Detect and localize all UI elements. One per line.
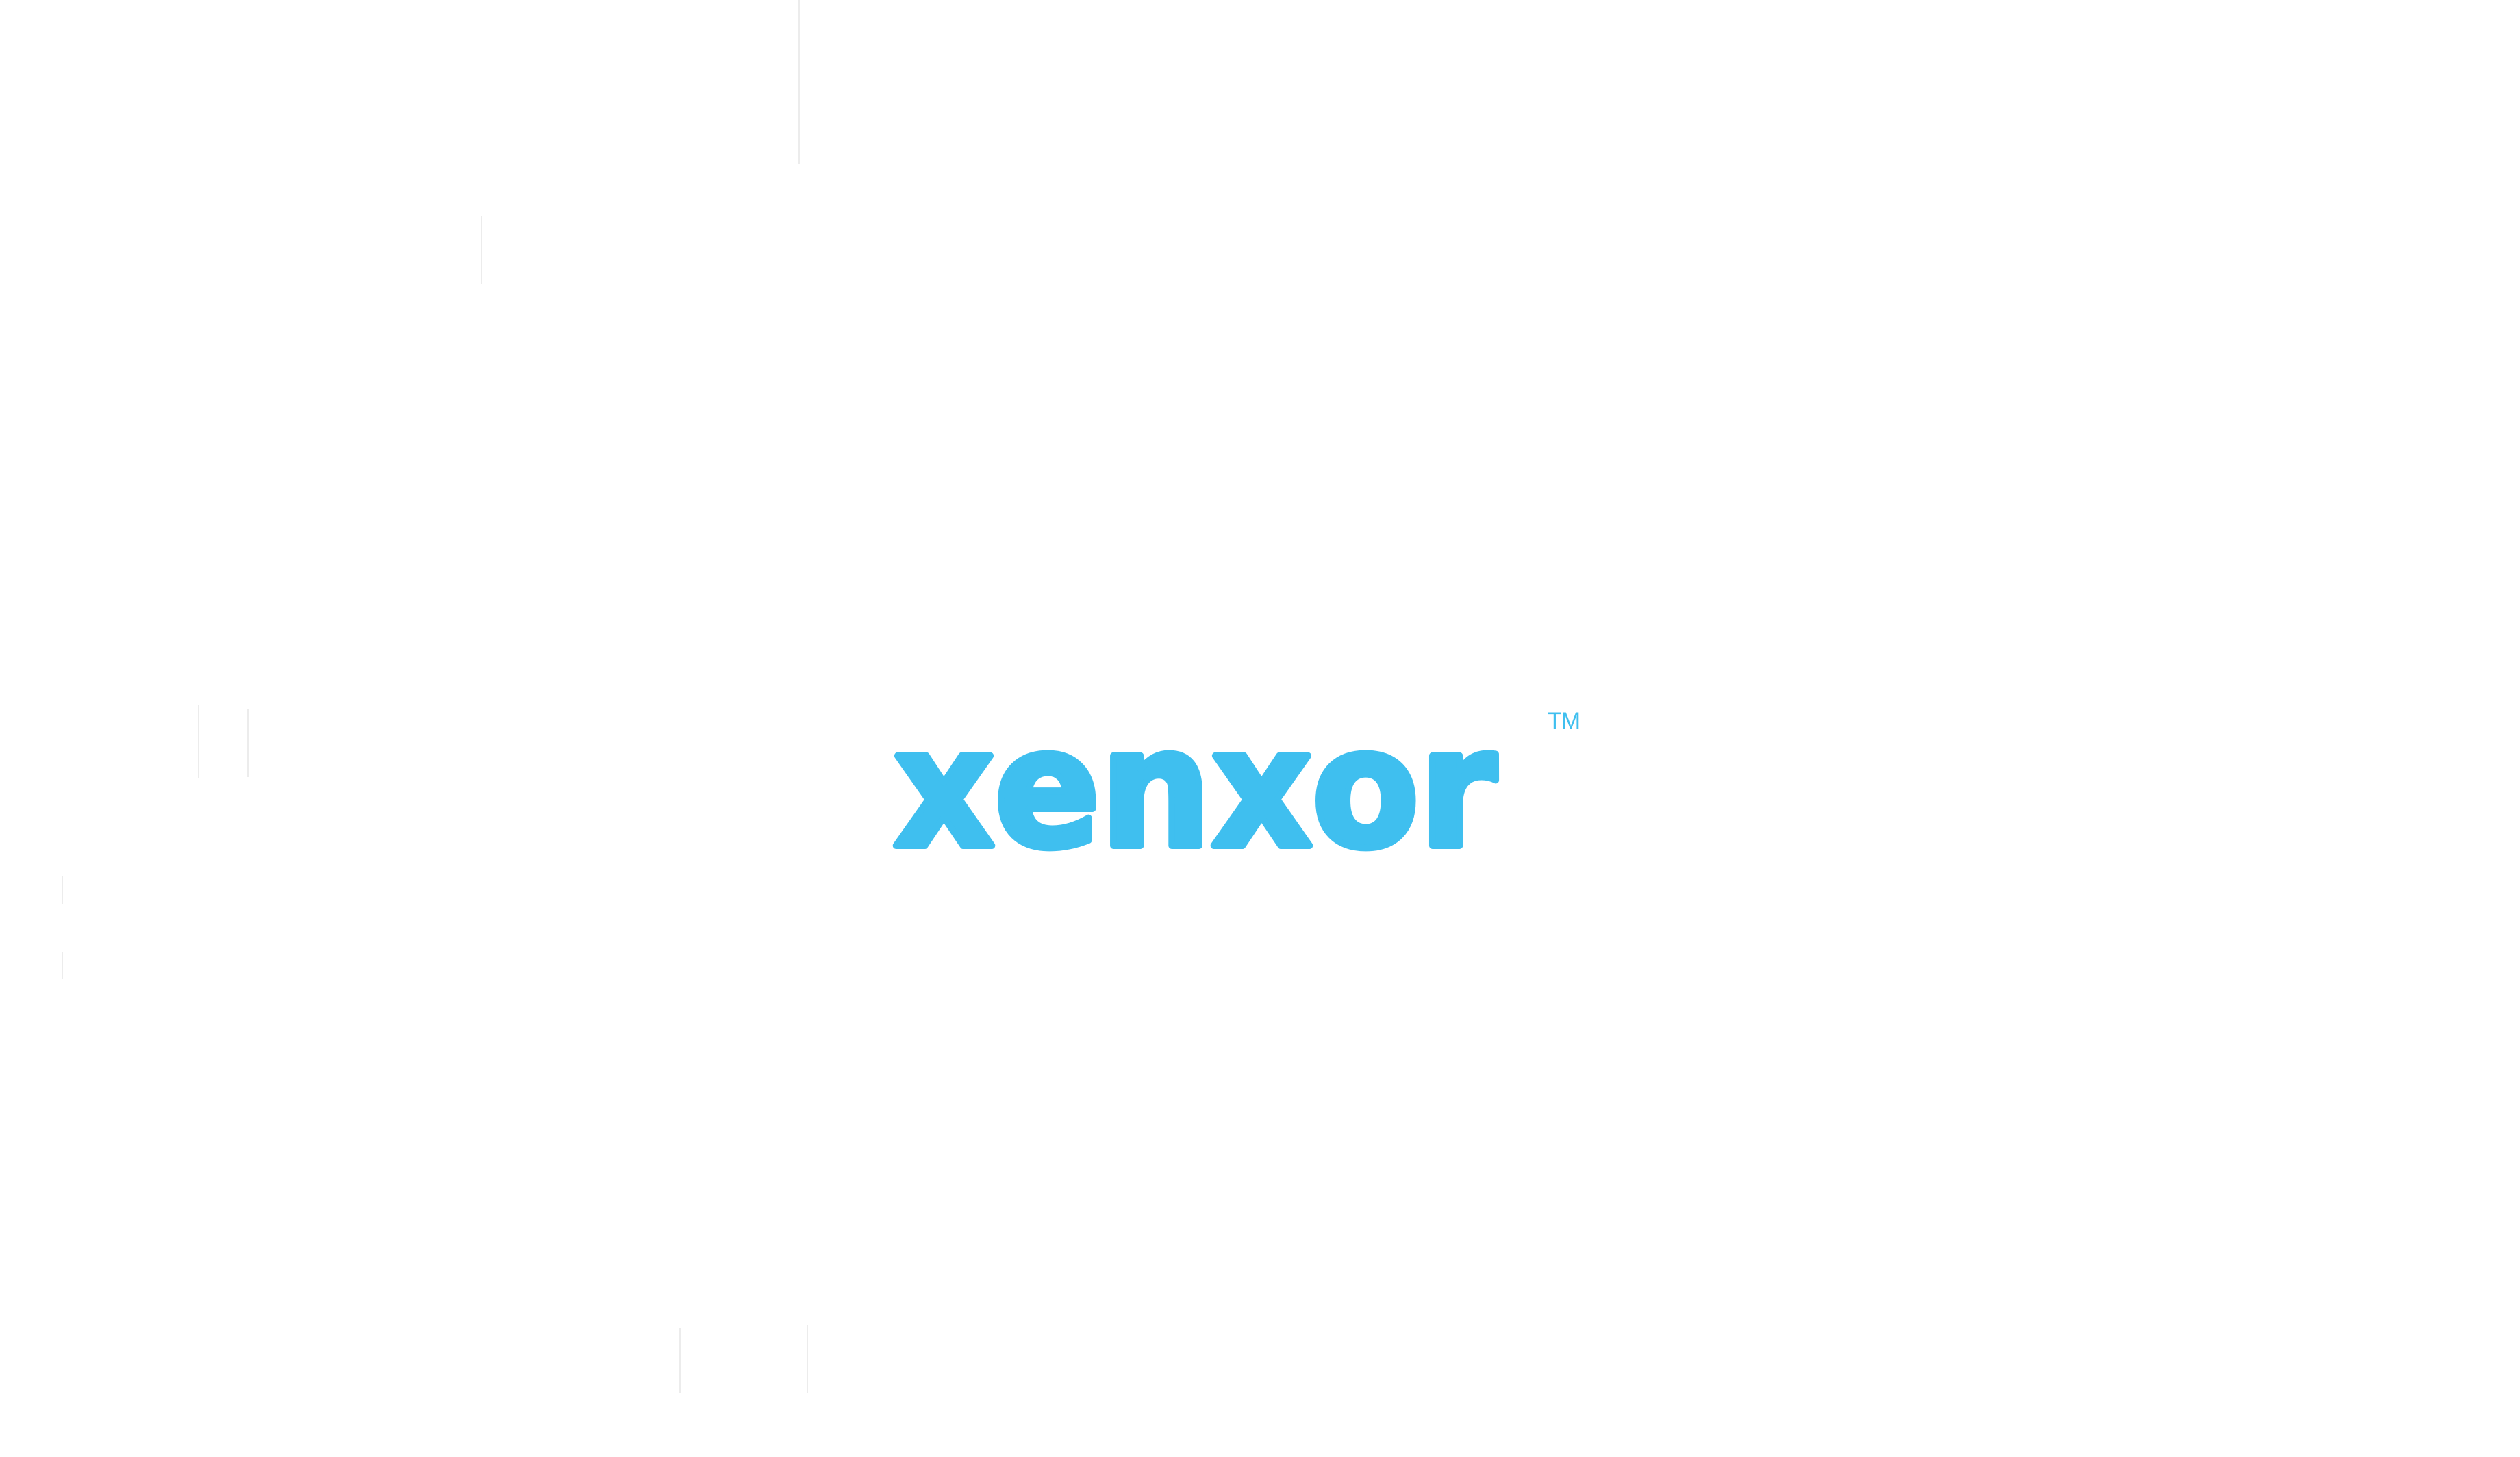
divider-line	[198, 705, 199, 778]
logo-text: xenxor	[894, 705, 1496, 883]
divider-line	[807, 1325, 808, 1393]
divider-line	[481, 216, 482, 284]
divider-line	[62, 952, 63, 979]
divider-line	[798, 0, 800, 164]
divider-line	[247, 709, 249, 777]
divider-line	[62, 876, 63, 904]
divider-line	[679, 1328, 681, 1393]
xenxor-logo: xenxor	[890, 705, 1500, 883]
trademark-mark: TM	[1548, 708, 1580, 734]
